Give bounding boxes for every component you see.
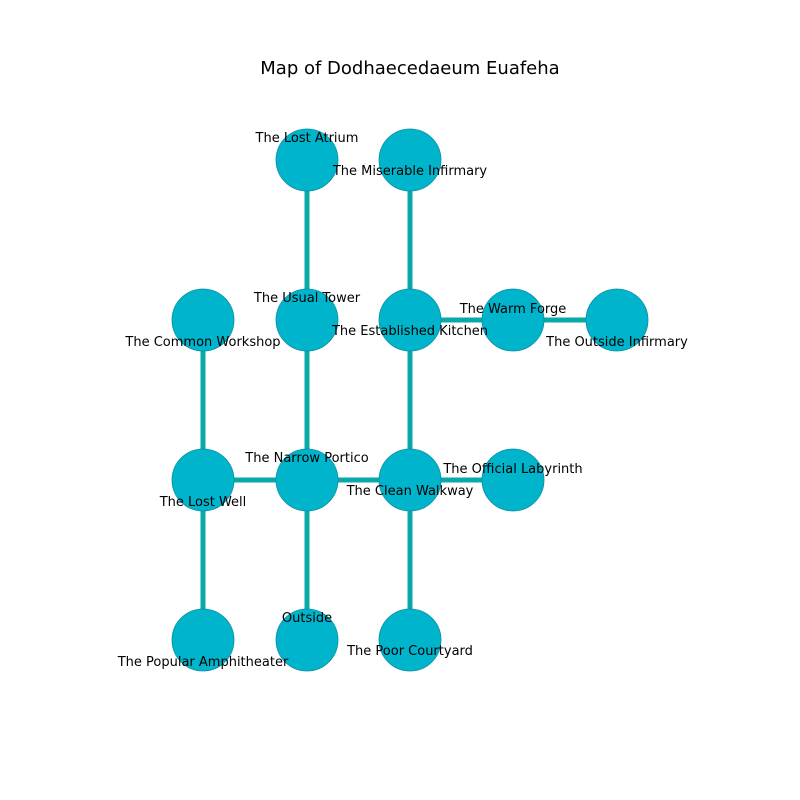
node-label-established_kitchen: The Established Kitchen — [331, 324, 488, 339]
node-label-narrow_portico: The Narrow Portico — [244, 451, 368, 466]
node-poor_courtyard[interactable] — [378, 608, 442, 672]
node-miserable_infirmary[interactable] — [378, 128, 442, 192]
node-narrow_portico[interactable] — [275, 448, 339, 512]
node-official_labyrinth[interactable] — [481, 448, 545, 512]
node-label-outside: Outside — [282, 611, 332, 626]
node-label-warm_forge: The Warm Forge — [459, 302, 567, 317]
node-outside_infirmary[interactable] — [585, 288, 649, 352]
node-label-poor_courtyard: The Poor Courtyard — [346, 644, 473, 659]
node-popular_amphitheater[interactable] — [171, 608, 235, 672]
node-established_kitchen[interactable] — [378, 288, 442, 352]
node-label-popular_amphitheater: The Popular Amphitheater — [117, 655, 289, 670]
node-usual_tower[interactable] — [275, 288, 339, 352]
node-common_workshop[interactable] — [171, 288, 235, 352]
diagram-title: Map of Dodhaecedaeum Euafeha — [260, 58, 559, 79]
node-outside[interactable] — [275, 608, 339, 672]
node-label-lost_atrium: The Lost Atrium — [255, 131, 359, 146]
node-label-official_labyrinth: The Official Labyrinth — [442, 462, 582, 477]
node-label-clean_walkway: The Clean Walkway — [346, 484, 474, 499]
edges-layer — [200, 160, 617, 640]
node-label-miserable_infirmary: The Miserable Infirmary — [332, 164, 488, 179]
node-lost_well[interactable] — [171, 448, 235, 512]
nodes-layer — [171, 128, 649, 672]
node-label-lost_well: The Lost Well — [159, 495, 247, 510]
node-clean_walkway[interactable] — [378, 448, 442, 512]
node-label-common_workshop: The Common Workshop — [124, 335, 280, 350]
node-label-outside_infirmary: The Outside Infirmary — [545, 335, 688, 350]
node-label-usual_tower: The Usual Tower — [253, 291, 361, 306]
node-warm_forge[interactable] — [481, 288, 545, 352]
node-lost_atrium[interactable] — [275, 128, 339, 192]
